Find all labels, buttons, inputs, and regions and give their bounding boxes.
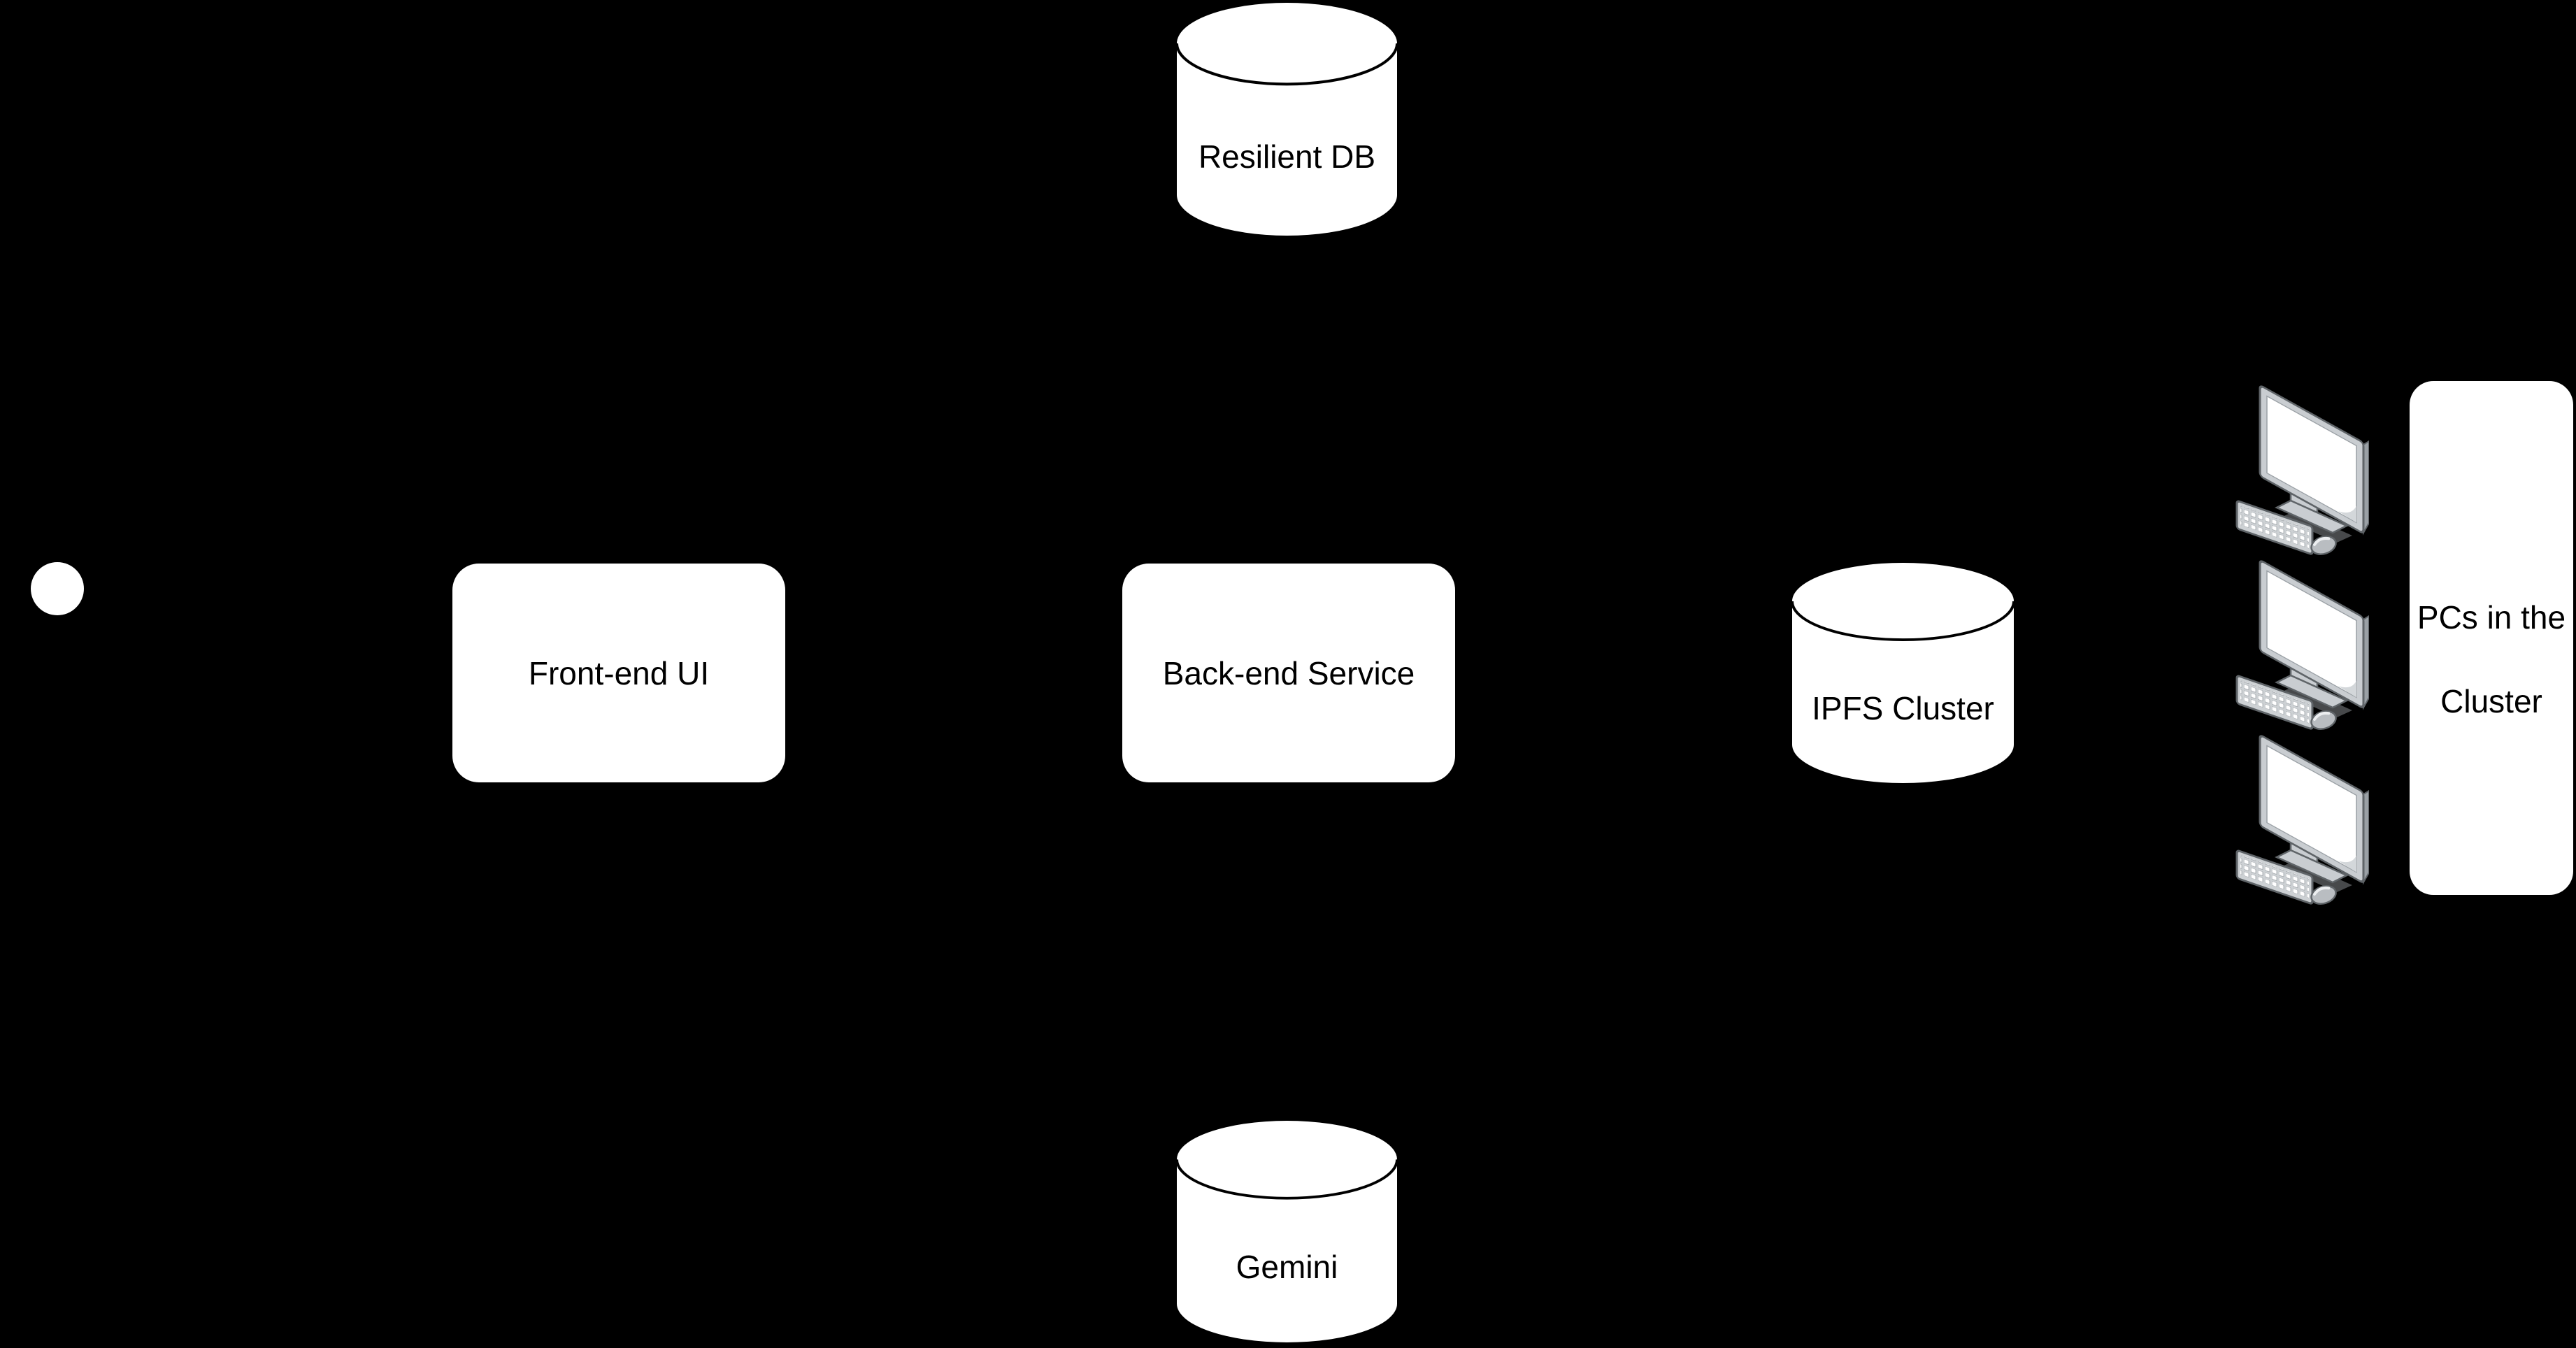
user-circle-icon — [31, 562, 84, 615]
node-label-front-end-ui: Front-end UI — [528, 654, 710, 691]
node-resilient-db: Resilient DB — [1177, 3, 1397, 236]
node-label-resilient-db: Resilient DB — [1198, 138, 1376, 175]
node-label-back-end-service: Back-end Service — [1162, 654, 1415, 691]
node-label-ipfs-cluster: IPFS Cluster — [1812, 689, 1994, 726]
database-cylinder-icon — [1177, 3, 1397, 236]
node-gemini: Gemini — [1177, 1121, 1397, 1342]
pcs-label-line-2: Cluster — [2440, 682, 2542, 719]
pc-workstation-icon — [2235, 733, 2369, 908]
node-label-pcs-in-the-cluster: PCs in the Cluster — [2417, 554, 2566, 722]
node-front-end-ui: Front-end UI — [452, 564, 785, 782]
pcs-label-line-1: PCs in the — [2417, 598, 2566, 636]
node-label-gemini: Gemini — [1236, 1249, 1338, 1286]
database-cylinder-icon — [1177, 1121, 1397, 1342]
pc-workstation-icon — [2235, 558, 2369, 733]
node-ipfs-cluster: IPFS Cluster — [1792, 563, 2014, 783]
node-pcs-in-the-cluster: PCs in the Cluster — [2410, 381, 2573, 895]
node-back-end-service: Back-end Service — [1122, 564, 1455, 782]
database-cylinder-icon — [1792, 563, 2014, 783]
pc-workstation-icon — [2235, 383, 2369, 558]
